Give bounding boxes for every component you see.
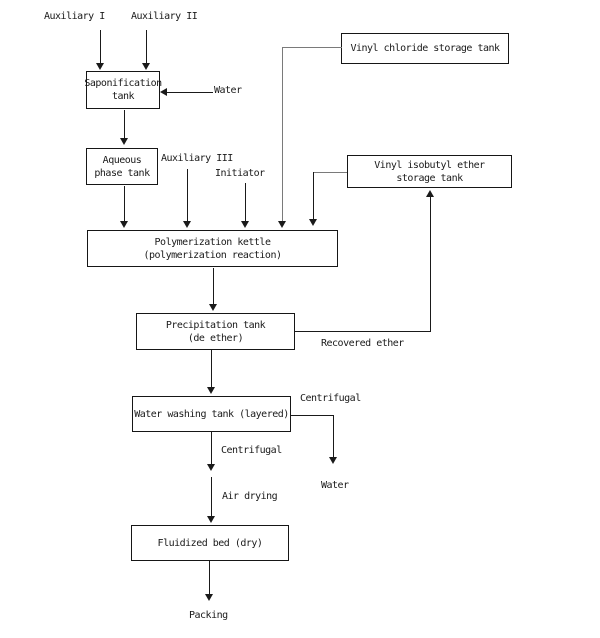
arrowhead-left-icon xyxy=(160,88,167,96)
node-label-line: Precipitation tank xyxy=(165,319,266,331)
arrowhead-down-icon xyxy=(207,464,215,471)
label-centrifugal-lower: Centrifugal xyxy=(221,445,282,456)
line-air-drying-to-fluidized xyxy=(211,477,212,516)
node-label-line: (polymerization reaction) xyxy=(143,249,282,261)
node-water-washing-tank: Water washing tank (layered) xyxy=(132,396,291,432)
arrowhead-down-icon xyxy=(329,457,337,464)
node-label-line: Vinyl chloride storage tank xyxy=(350,43,500,54)
node-vinyl-chloride-storage-tank: Vinyl chloride storage tank xyxy=(341,33,509,64)
node-precipitation-tank: Precipitation tank (de ether) xyxy=(136,313,295,350)
arrowhead-down-icon xyxy=(183,221,191,228)
line-precipitation-to-washing xyxy=(211,350,212,387)
label-recovered-ether: Recovered ether xyxy=(321,338,404,349)
arrowhead-down-icon xyxy=(209,304,217,311)
arrowhead-down-icon xyxy=(120,138,128,145)
line-fluidized-to-packing xyxy=(209,561,210,594)
line-vinyl-ether-feed-v xyxy=(313,172,314,219)
node-label-line: Saponification xyxy=(84,78,162,89)
node-label-line: phase tank xyxy=(94,167,150,179)
line-recovered-ether-h xyxy=(295,331,431,332)
node-label-line: tank xyxy=(111,91,135,102)
node-label-line: Polymerization kettle xyxy=(154,236,271,248)
arrowhead-down-icon xyxy=(309,219,317,226)
line-vinyl-ether-feed-h xyxy=(313,172,347,173)
line-initiator-feed xyxy=(245,183,246,221)
node-label-line: Vinyl isobutyl ether xyxy=(374,159,485,171)
arrowhead-down-icon xyxy=(142,63,150,70)
node-label-line: Aqueous xyxy=(102,154,142,166)
node-vinyl-isobutyl-ether-storage-tank: Vinyl isobutyl ether storage tank xyxy=(347,155,512,188)
node-label-line: Fluidized bed (dry) xyxy=(157,537,263,549)
label-auxiliary-ii: Auxiliary II xyxy=(131,11,198,22)
line-aqueous-to-kettle xyxy=(124,186,125,221)
line-auxiliary-iii-feed xyxy=(187,169,188,221)
label-auxiliary-iii: Auxiliary III xyxy=(161,153,233,164)
line-centrifugal-out-h xyxy=(291,415,334,416)
line-vinyl-chloride-feed-h xyxy=(282,47,342,48)
label-air-drying: Air drying xyxy=(222,491,278,502)
line-water-feed xyxy=(167,92,213,93)
node-saponification-tank: Saponification tank xyxy=(84,71,162,109)
node-polymerization-kettle: Polymerization kettle (polymerization re… xyxy=(87,230,338,267)
label-packing: Packing xyxy=(189,610,228,621)
arrowhead-down-icon xyxy=(207,516,215,523)
node-aqueous-phase-tank: Aqueous phase tank xyxy=(86,148,158,185)
arrowhead-down-icon xyxy=(96,63,104,70)
node-label-line: storage tank xyxy=(396,172,463,184)
line-washing-centrifugal xyxy=(211,432,212,464)
node-label-line: (de ether) xyxy=(187,332,244,344)
label-initiator: Initiator xyxy=(215,168,265,179)
node-label-line: Water washing tank (layered) xyxy=(134,408,289,420)
label-water-in: Water xyxy=(214,85,242,96)
line-auxiliary-ii-feed xyxy=(146,30,147,63)
line-auxiliary-i-feed xyxy=(100,30,101,63)
label-water-out: Water xyxy=(321,480,349,491)
arrowhead-down-icon xyxy=(207,387,215,394)
line-vinyl-chloride-feed-v xyxy=(282,47,283,221)
label-centrifugal-upper: Centrifugal xyxy=(300,393,361,404)
line-recovered-ether-v xyxy=(430,197,431,331)
node-fluidized-bed: Fluidized bed (dry) xyxy=(131,525,289,561)
arrowhead-up-icon xyxy=(426,190,434,197)
label-auxiliary-i: Auxiliary I xyxy=(44,11,105,22)
arrowhead-down-icon xyxy=(120,221,128,228)
line-kettle-to-precipitation xyxy=(213,268,214,304)
arrowhead-down-icon xyxy=(241,221,249,228)
line-centrifugal-out-v xyxy=(333,415,334,457)
arrowhead-down-icon xyxy=(278,221,286,228)
arrowhead-down-icon xyxy=(205,594,213,601)
line-saponification-to-aqueous xyxy=(124,110,125,138)
